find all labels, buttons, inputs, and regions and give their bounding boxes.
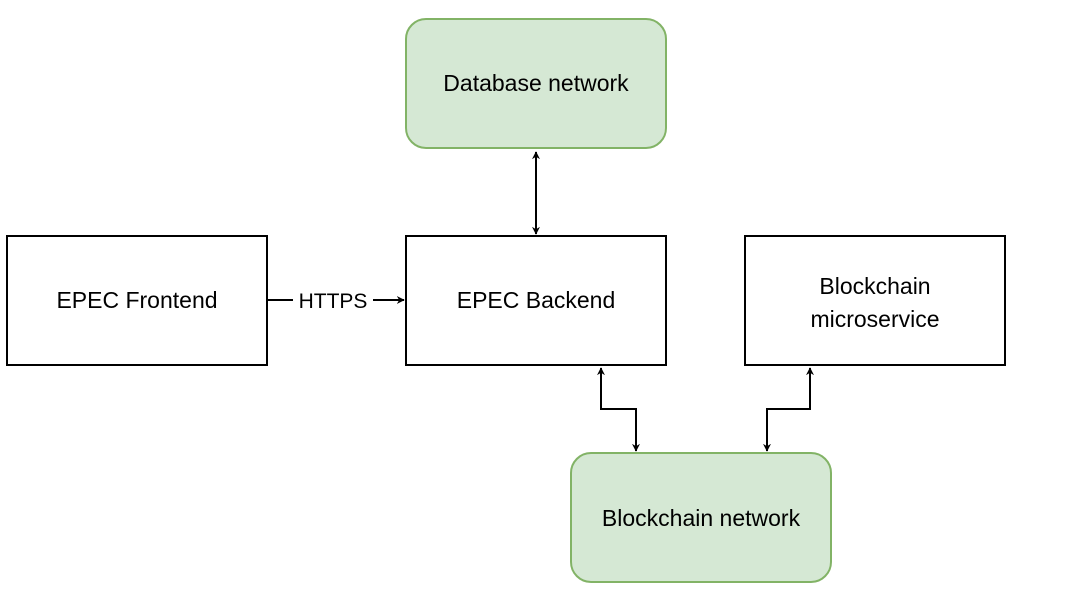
edge-https-label: HTTPS	[299, 290, 368, 313]
node-blockchain-network-label: Blockchain network	[602, 505, 801, 531]
node-blockchain-microservice-label-line2: microservice	[810, 306, 939, 332]
node-epec-backend: EPEC Backend	[405, 235, 667, 366]
edge-microservice-blockchain-network	[763, 367, 814, 452]
edge-backend-blockchain-network	[597, 367, 640, 452]
node-epec-frontend-label: EPEC Frontend	[56, 287, 217, 313]
node-blockchain-microservice: Blockchain microservice	[744, 235, 1006, 366]
node-database-network: Database network	[405, 18, 667, 149]
node-blockchain-network: Blockchain network	[570, 452, 832, 583]
node-database-network-label: Database network	[443, 70, 629, 96]
node-epec-backend-label: EPEC Backend	[457, 287, 616, 313]
node-blockchain-microservice-label-line1: Blockchain	[819, 273, 930, 299]
node-epec-frontend: EPEC Frontend	[6, 235, 268, 366]
